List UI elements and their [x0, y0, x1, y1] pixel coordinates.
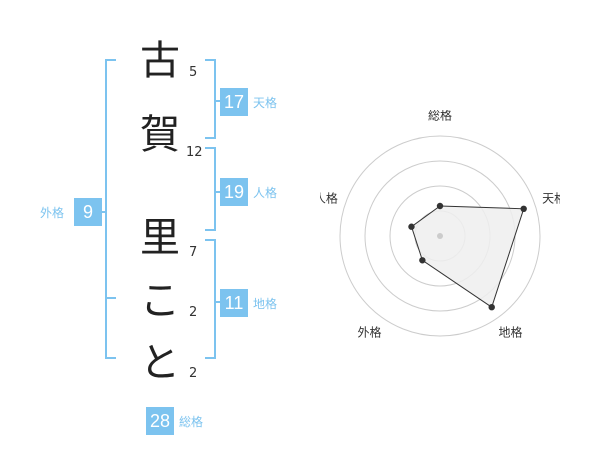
chi-kaku-label: 地格 [253, 297, 278, 311]
stroke-count-1: 5 [189, 65, 198, 80]
name-char-2: 賀 [140, 112, 180, 158]
radar-polygon [410, 205, 525, 308]
radar-point-1 [436, 202, 444, 210]
name-char-4: こ [140, 278, 180, 324]
stroke-count-2: 12 [186, 145, 203, 160]
stroke-count-4: 2 [189, 305, 198, 320]
bracket-chi [205, 239, 216, 359]
stroke-count-3: 7 [189, 245, 198, 260]
so-kaku-label: 総格 [179, 415, 204, 429]
name-char-3: 里 [140, 215, 180, 261]
radar-point-2 [520, 205, 527, 213]
radar-label-2: 天格 [542, 190, 560, 205]
radar-point-5 [408, 223, 415, 230]
radar-chart: 総格天格地格 外格 人格 [320, 110, 560, 340]
radar-center-dot [437, 233, 443, 239]
radar-ring [339, 135, 541, 337]
radar-axis-labels: 総格天格地格 外格 人格 [320, 110, 560, 340]
gai-kaku-label: 外格 [40, 206, 65, 220]
bracket-ten [205, 59, 216, 139]
radar-point-4 [419, 257, 426, 264]
name-char-1: 古 [140, 38, 180, 84]
bracket-jin [205, 147, 216, 231]
jin-kaku-label: 人格 [253, 186, 278, 200]
radar-points [408, 202, 527, 311]
stroke-count-5: 2 [189, 366, 198, 381]
gai-kaku-value: 9 [74, 198, 102, 226]
jin-kaku-value: 19 [220, 178, 248, 206]
name-char-5: と [140, 340, 180, 386]
chi-kaku-value: 11 [220, 289, 248, 317]
radar-label-4: 外格 [357, 325, 381, 340]
ten-kaku-value: 17 [220, 88, 248, 116]
radar-label-1: 総格 [428, 110, 452, 123]
radar-label-3: 地格 [498, 325, 522, 340]
radar-point-3 [488, 303, 495, 311]
radar-label-5: 人格 [320, 190, 338, 205]
so-kaku-value: 28 [146, 407, 174, 435]
ten-kaku-label: 天格 [253, 96, 278, 110]
bracket-gai [105, 59, 116, 359]
